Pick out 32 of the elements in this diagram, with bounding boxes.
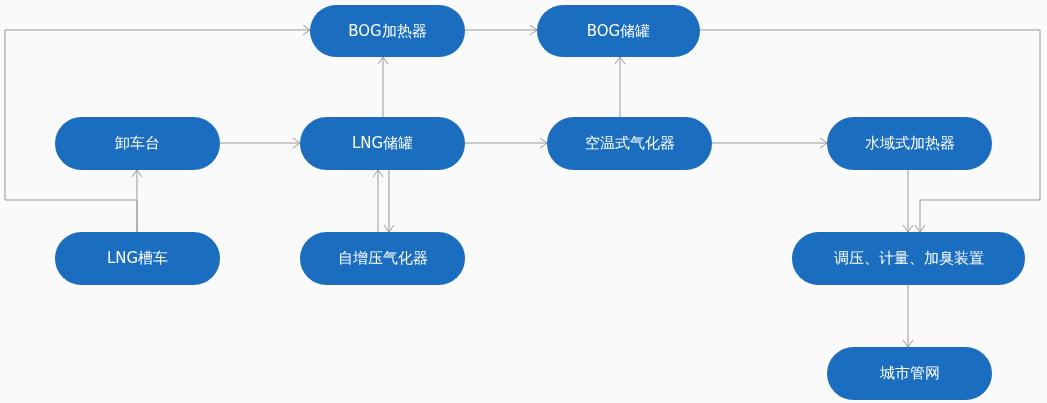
box-label: LNG槽车 <box>106 249 169 268</box>
box-label: BOG加热器 <box>348 21 427 41</box>
process-box <box>827 117 992 170</box>
box-label: 城市管网 <box>879 364 940 383</box>
arrow <box>464 137 548 149</box>
process-box <box>827 347 992 400</box>
arrow <box>464 24 538 36</box>
process-box <box>300 117 465 170</box>
process-box <box>300 232 465 285</box>
process-box <box>792 232 1025 285</box>
arrow <box>902 169 914 233</box>
arrow <box>4 24 311 233</box>
box-label: LNG储罐 <box>351 134 414 153</box>
arrow <box>372 169 384 233</box>
process-box <box>55 117 220 170</box>
box-label: 水域式加热器 <box>864 134 955 153</box>
box-label: 自增压气化器 <box>337 249 428 268</box>
box-label: 调压、计量、加臭装置 <box>833 249 984 268</box>
process-box <box>310 5 465 57</box>
box-label: 空温式气化器 <box>584 134 675 153</box>
process-box <box>547 117 712 170</box>
arrow <box>902 284 914 348</box>
arrow <box>219 137 301 149</box>
arrow <box>377 56 389 118</box>
arrow <box>699 29 1041 233</box>
arrow <box>711 137 828 149</box>
arrow <box>383 169 395 233</box>
box-label: 卸车台 <box>115 134 160 153</box>
process-box <box>537 5 700 57</box>
process-box <box>55 232 220 285</box>
box-label: BOG储罐 <box>586 21 651 41</box>
arrow <box>614 56 626 118</box>
